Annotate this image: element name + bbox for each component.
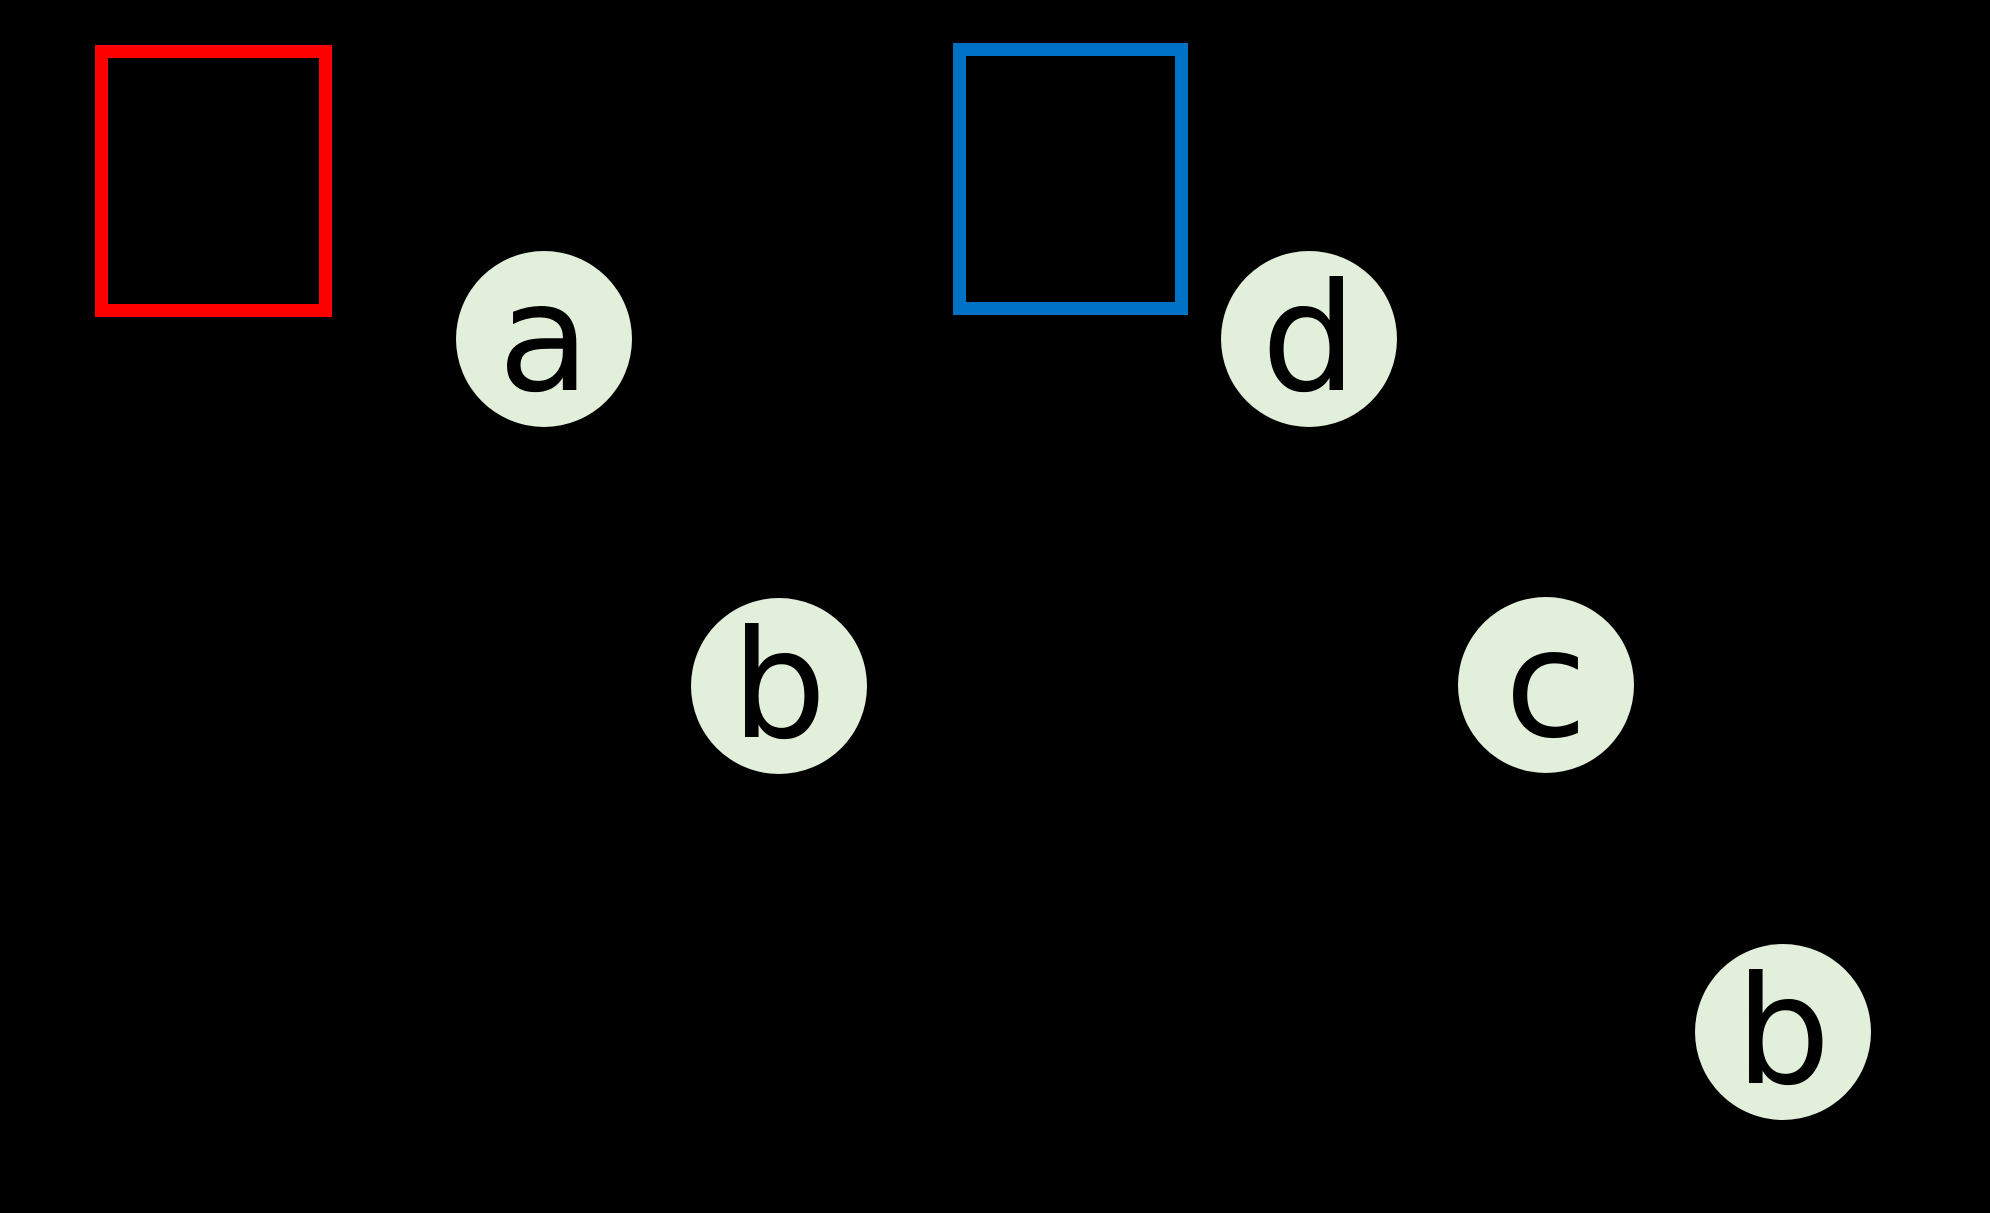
node-d-label: d: [1261, 252, 1357, 426]
node-a-label: a: [498, 252, 590, 426]
red-square-outline: [95, 45, 332, 317]
node-c: c: [1458, 597, 1634, 773]
node-b-left-label: b: [731, 599, 827, 773]
node-a: a: [456, 251, 632, 427]
node-b-right: b: [1695, 944, 1871, 1120]
blue-square-outline: [953, 43, 1188, 315]
node-c-label: c: [1504, 598, 1588, 772]
node-b-right-label: b: [1735, 945, 1831, 1119]
node-b-left: b: [691, 598, 867, 774]
node-d: d: [1221, 251, 1397, 427]
